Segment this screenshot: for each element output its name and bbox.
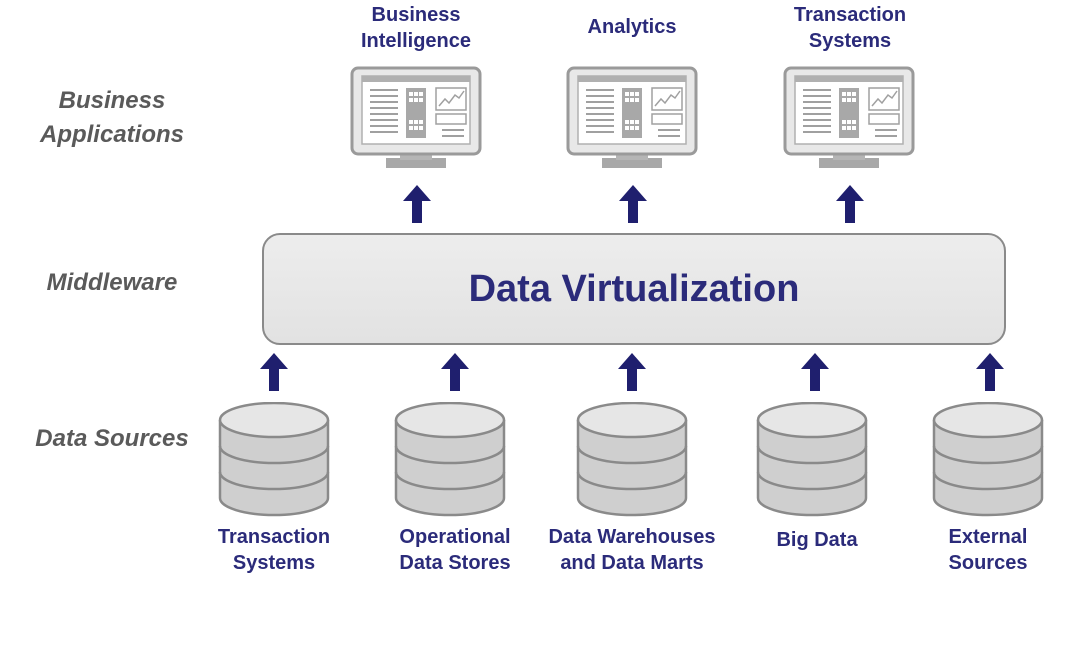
source-label-line: Sources [948,552,1028,574]
arrow-up-icon [441,353,469,391]
database-icon [218,402,330,517]
source-label-data-warehouses: Data Warehouses and Data Marts [522,524,742,576]
source-label-line: and Data Marts [560,552,704,574]
middleware-box: Data Virtualization [262,233,1006,345]
layer-label-middleware: Middleware [46,269,178,296]
arrow-up-icon [976,353,1004,391]
database-icon [394,402,506,517]
monitor-icon [783,66,915,170]
arrow-up-icon [801,353,829,391]
app-label-line: Systems [808,30,892,52]
source-label-line: Data Stores [399,552,511,574]
source-label-line: Data Warehouses [548,526,716,548]
database-icon [576,402,688,517]
monitor-icon [566,66,698,170]
arrow-up-icon [836,185,864,223]
middleware-title: Data Virtualization [468,267,800,310]
source-label-line: Systems [232,552,316,574]
app-label-analytics: Analytics [522,14,742,40]
source-label-line: Transaction [217,526,331,548]
arrow-up-icon [260,353,288,391]
layer-label-business-applications: Business Applications [39,87,184,148]
source-label-big-data: Big Data [707,527,927,553]
app-label-line: Business [371,4,461,26]
app-label-line: Intelligence [360,30,472,52]
database-icon [932,402,1044,517]
arrow-up-icon [619,185,647,223]
database-icon [756,402,868,517]
monitor-icon [350,66,482,170]
source-label-line: External [948,526,1028,548]
arrow-up-icon [403,185,431,223]
app-label-line: Transaction [793,4,907,26]
source-label-line: Operational [399,526,511,548]
arrow-up-icon [618,353,646,391]
app-label-line: Analytics [587,16,677,38]
source-label-line: Big Data [776,529,858,551]
layer-label-data-sources: Data Sources [35,425,189,452]
